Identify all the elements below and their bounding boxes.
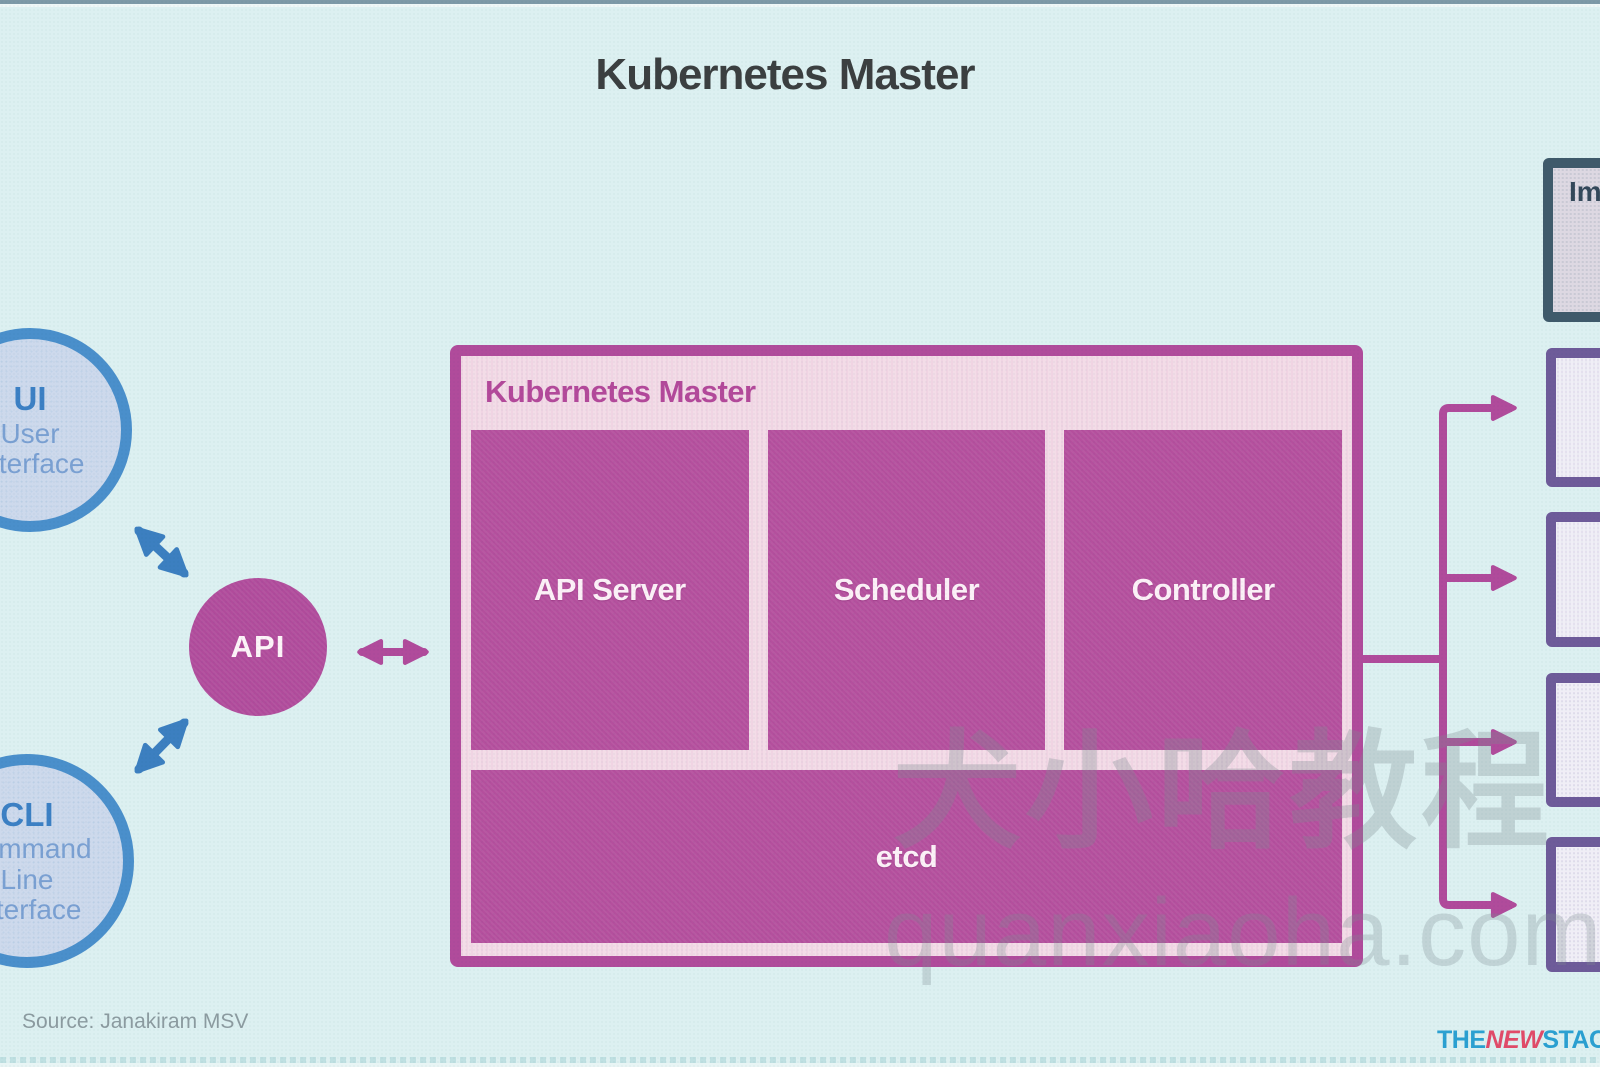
master-components-row: API Server Scheduler Controller	[471, 430, 1343, 750]
api-node: API	[189, 578, 327, 716]
bottom-border-highlight	[0, 1063, 1600, 1067]
ui-abbr-label: UI	[13, 379, 47, 417]
ui-client-node: UI User Interface	[0, 328, 132, 532]
fanout-trunk	[1439, 395, 1517, 918]
top-border-bar	[0, 0, 1600, 4]
bottom-border-bar	[0, 1057, 1600, 1063]
etcd-box: etcd	[471, 770, 1342, 943]
logo-the: THE	[1437, 1026, 1486, 1054]
page-title: Kubernetes Master	[595, 50, 975, 99]
kubernetes-master-box: Kubernetes Master API Server Scheduler C…	[450, 345, 1363, 967]
api-label: API	[230, 629, 286, 664]
source-attribution: Source: Janakiram MSV	[22, 1010, 249, 1033]
controller-label: Controller	[1131, 572, 1276, 607]
cli-line1-label: Command	[0, 833, 92, 865]
worker-node-box-3	[1546, 673, 1600, 807]
logo-stack: STACK	[1542, 1026, 1600, 1054]
ui-api-double-arrow	[134, 526, 189, 578]
ui-line1-label: User	[0, 417, 60, 449]
scheduler-box: Scheduler	[767, 430, 1046, 750]
cli-api-double-arrow	[134, 718, 189, 774]
api-server-label: API Server	[533, 572, 686, 607]
cli-line2-label: Line	[0, 863, 54, 895]
api-server-box: API Server	[471, 430, 749, 750]
worker-node-box-4	[1546, 837, 1600, 972]
logo-new: NEW	[1485, 1026, 1543, 1054]
master-box-title: Kubernetes Master	[485, 374, 756, 409]
worker-node-box-1	[1546, 348, 1600, 487]
cli-client-node: CLI Command Line Interface	[0, 754, 134, 968]
scheduler-label: Scheduler	[833, 572, 980, 607]
thenewstack-logo: THENEWSTACK	[1437, 1026, 1600, 1055]
image-registry-box: Im	[1543, 158, 1600, 322]
ui-line2-label: Interface	[0, 447, 85, 479]
cli-abbr-label: CLI	[0, 795, 54, 833]
etcd-label: etcd	[875, 838, 938, 874]
worker-node-box-2	[1546, 512, 1600, 647]
controller-box: Controller	[1064, 430, 1343, 750]
cli-line3-label: Interface	[0, 893, 82, 925]
image-registry-label: Im	[1569, 176, 1600, 207]
top-border-highlight	[0, 4, 1600, 7]
